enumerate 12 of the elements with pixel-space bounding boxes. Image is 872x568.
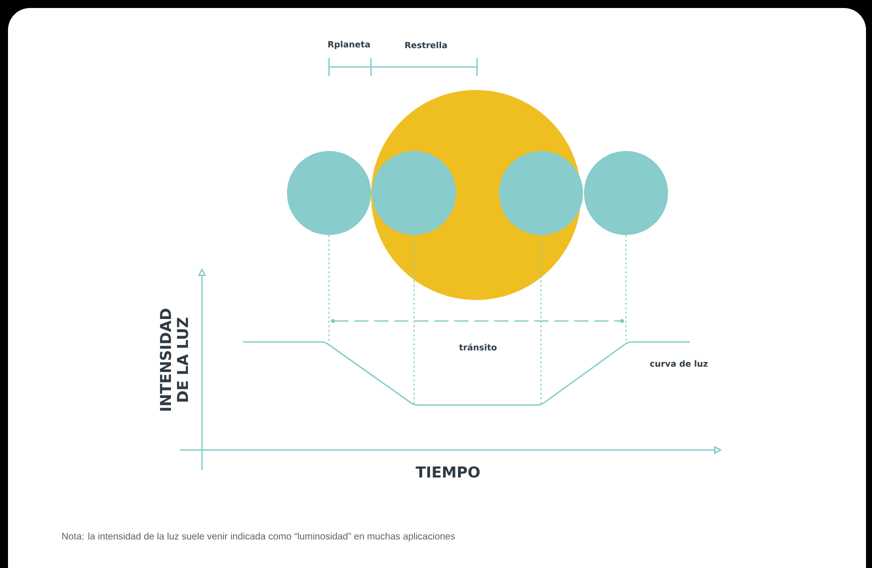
projection-line: [328, 234, 330, 342]
dimension-label: Rplaneta: [328, 40, 370, 50]
planet-in-transit-circle: [372, 151, 456, 235]
footnote: Nota: la intensidad de la luz suele venir indicada como “luminosidad” en muchas aplicaciones: [62, 532, 455, 542]
span-label: tránsito: [459, 344, 497, 350]
axis-title: TIEMPO: [416, 466, 480, 478]
planet-circle: [287, 151, 371, 235]
planet-in-transit-circle: [499, 151, 583, 235]
axis-title: INTENSIDAD DE LA LUZ: [160, 308, 188, 411]
dimension-label: Restrella: [405, 42, 447, 48]
projection-line: [540, 234, 542, 406]
planet-circle: [584, 151, 668, 235]
